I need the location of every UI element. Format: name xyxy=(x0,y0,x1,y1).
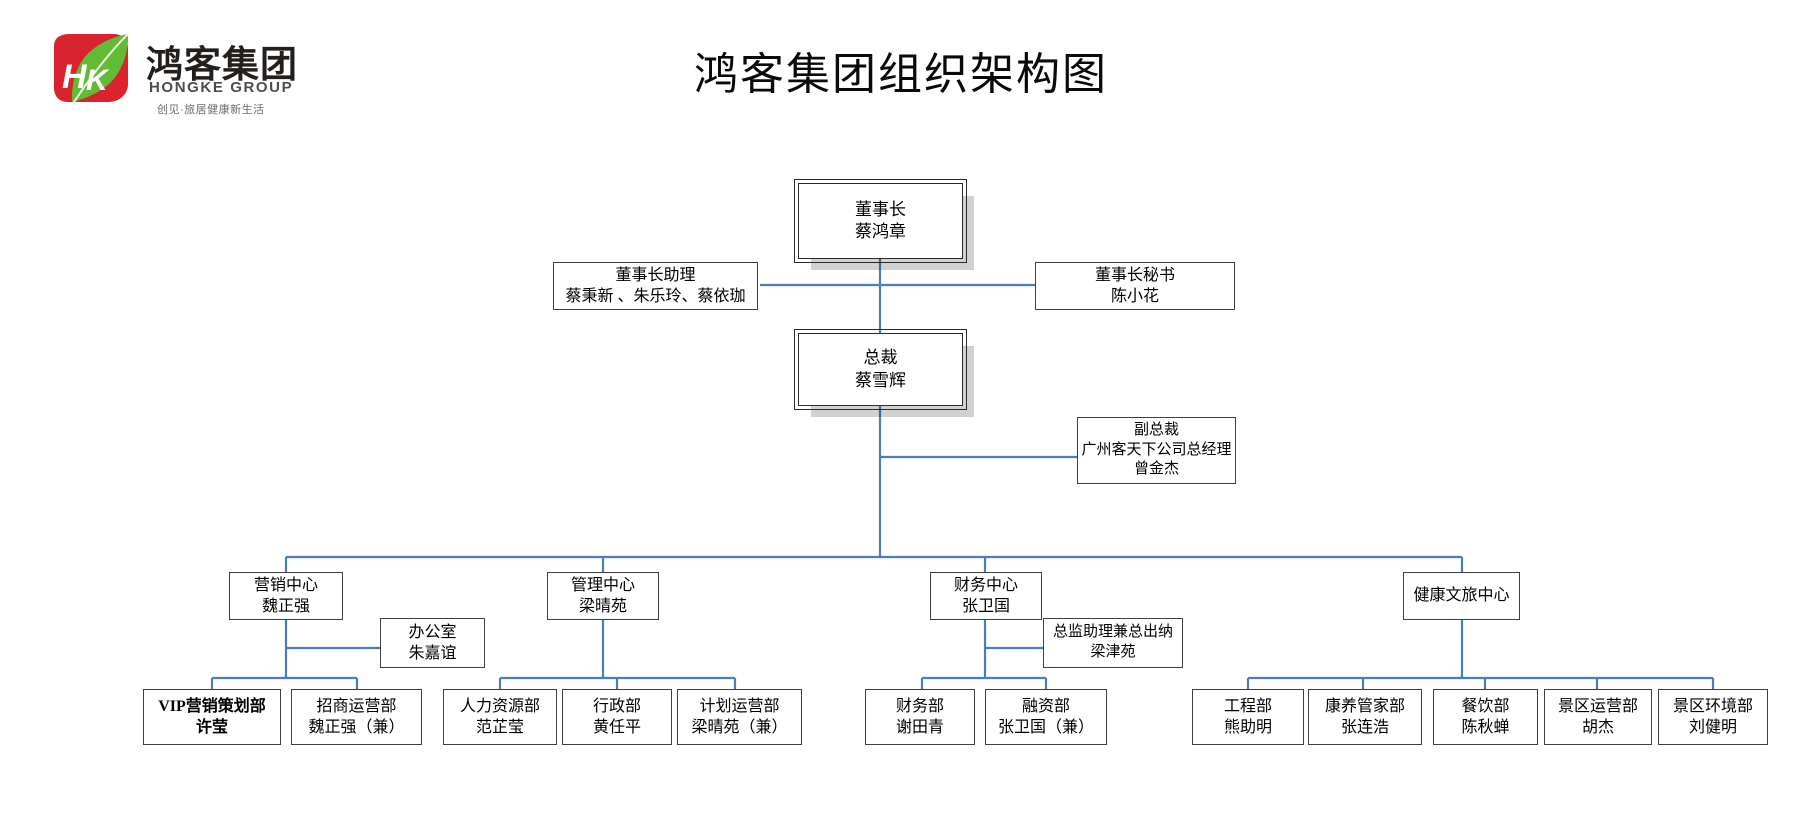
node-admin-dept[interactable]: 行政部 黄任平 xyxy=(562,689,672,745)
node-office[interactable]: 办公室 朱嘉谊 xyxy=(380,618,485,668)
node-title: 景区环境部 xyxy=(1672,697,1753,715)
node-person: 梁津苑 xyxy=(1090,644,1136,660)
node-title: 营销中心 xyxy=(253,576,318,594)
node-person: 蔡秉新 、朱乐玲、蔡依珈 xyxy=(565,288,746,305)
node-person: 陈小花 xyxy=(1110,288,1159,305)
node-catering-dept[interactable]: 餐饮部 陈秋蝉 xyxy=(1433,689,1538,745)
node-chair-secretary[interactable]: 董事长秘书 陈小花 xyxy=(1035,262,1235,310)
node-title: 管理中心 xyxy=(570,576,635,594)
logo-name-zh: 鸿客集团 xyxy=(146,44,298,85)
node-finance-dept[interactable]: 财务部 谢田青 xyxy=(865,689,975,745)
node-planning-ops-dept[interactable]: 计划运营部 梁晴苑（兼） xyxy=(677,689,802,745)
node-vip-marketing-dept[interactable]: VIP营销策划部 许莹 xyxy=(143,689,281,745)
node-title: 景区运营部 xyxy=(1557,697,1638,715)
node-finance-center[interactable]: 财务中心 张卫国 xyxy=(930,572,1042,620)
node-chair-assistant[interactable]: 董事长助理 蔡秉新 、朱乐玲、蔡依珈 xyxy=(553,262,758,310)
node-title: VIP营销策划部 xyxy=(158,697,266,715)
node-person: 魏正强（兼） xyxy=(308,719,405,736)
node-director-assistant[interactable]: 总监助理兼总出纳 梁津苑 xyxy=(1043,618,1183,668)
node-health-steward-dept[interactable]: 康养管家部 张连浩 xyxy=(1308,689,1422,745)
node-hr-dept[interactable]: 人力资源部 范芷莹 xyxy=(443,689,557,745)
node-scenic-ops-dept[interactable]: 景区运营部 胡杰 xyxy=(1544,689,1652,745)
node-person: 张卫国（兼） xyxy=(997,719,1094,736)
node-title: 总监助理兼总出纳 xyxy=(1052,624,1173,641)
node-person: 梁晴苑（兼） xyxy=(691,719,788,736)
node-person: 蔡雪辉 xyxy=(855,370,906,390)
node-title: 董事长秘书 xyxy=(1094,266,1175,284)
node-title: 健康文旅中心 xyxy=(1413,587,1510,605)
logo-name-en: HONGKE GROUP xyxy=(149,79,294,96)
node-person: 魏正强 xyxy=(261,598,310,615)
node-person: 谢田青 xyxy=(895,719,944,736)
node-investment-ops-dept[interactable]: 招商运营部 魏正强（兼） xyxy=(291,689,422,745)
node-person: 熊助明 xyxy=(1223,719,1272,736)
node-title: 财务中心 xyxy=(953,576,1018,594)
node-person: 许莹 xyxy=(195,719,228,736)
node-title: 融资部 xyxy=(1021,697,1070,715)
node-title: 办公室 xyxy=(408,623,457,641)
node-person: 曾金杰 xyxy=(1133,461,1179,478)
node-subtitle: 广州客天下公司总经理 xyxy=(1081,441,1232,458)
node-title: 计划运营部 xyxy=(699,697,780,715)
node-president[interactable]: 总裁 蔡雪辉 xyxy=(794,329,967,410)
node-marketing-center[interactable]: 营销中心 魏正强 xyxy=(229,572,343,620)
node-person: 刘健明 xyxy=(1688,719,1737,736)
node-person: 陈秋蝉 xyxy=(1461,719,1510,736)
node-title: 康养管家部 xyxy=(1324,697,1405,715)
logo-tagline: 创见·旅居健康新生活 xyxy=(157,104,265,116)
node-title: 财务部 xyxy=(895,697,944,715)
node-title: 招商运营部 xyxy=(316,697,397,715)
page-title: 鸿客集团组织架构图 xyxy=(694,50,1108,99)
node-chairman[interactable]: 董事长 蔡鸿章 xyxy=(794,179,967,263)
node-title: 董事长助理 xyxy=(615,266,696,284)
company-logo: H K 鸿客集团 HONGKE GROUP 创见·旅居健康新生活 xyxy=(50,32,297,118)
logo-mark-icon: H K xyxy=(54,33,129,103)
node-person: 黄任平 xyxy=(592,719,641,736)
node-person: 胡杰 xyxy=(1581,719,1614,736)
node-person: 张卫国 xyxy=(961,598,1010,615)
node-management-center[interactable]: 管理中心 梁晴苑 xyxy=(547,572,659,620)
node-title: 行政部 xyxy=(592,697,641,715)
node-person: 梁晴苑 xyxy=(578,598,627,615)
node-title: 人力资源部 xyxy=(459,697,540,715)
node-person: 朱嘉谊 xyxy=(408,645,457,662)
node-engineering-dept[interactable]: 工程部 熊助明 xyxy=(1192,689,1304,745)
node-title: 副总裁 xyxy=(1133,421,1179,438)
node-title: 董事长 xyxy=(855,199,906,219)
node-title: 总裁 xyxy=(863,348,898,368)
node-person: 张连浩 xyxy=(1340,719,1389,736)
node-vice-president[interactable]: 副总裁 广州客天下公司总经理 曾金杰 xyxy=(1077,417,1236,484)
svg-text:H: H xyxy=(62,58,88,96)
node-person: 蔡鸿章 xyxy=(855,222,906,241)
node-title: 工程部 xyxy=(1223,697,1272,715)
node-person: 范芷莹 xyxy=(475,719,524,736)
node-health-center[interactable]: 健康文旅中心 xyxy=(1403,572,1520,620)
node-title: 餐饮部 xyxy=(1461,697,1510,715)
svg-text:K: K xyxy=(86,64,110,97)
node-scenic-env-dept[interactable]: 景区环境部 刘健明 xyxy=(1658,689,1768,745)
node-financing-dept[interactable]: 融资部 张卫国（兼） xyxy=(985,689,1107,745)
